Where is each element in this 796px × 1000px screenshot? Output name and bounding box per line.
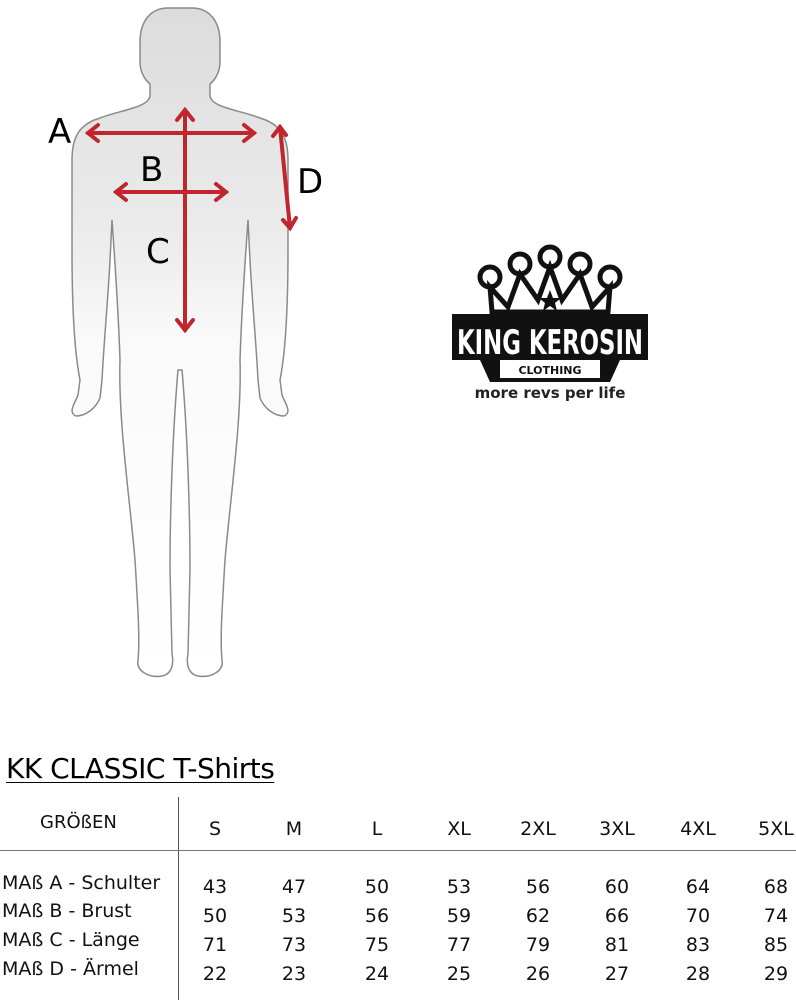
table-cell: 60 bbox=[604, 876, 630, 898]
table-cell: 47 bbox=[281, 876, 307, 898]
table-cell: 50 bbox=[202, 905, 228, 927]
table-cell: 56 bbox=[525, 876, 551, 898]
brand-sub: CLOTHING bbox=[518, 364, 581, 377]
size-header: L bbox=[371, 818, 383, 840]
table-cell: 22 bbox=[202, 963, 228, 985]
size-header: 3XL bbox=[599, 818, 635, 840]
brand-tagline: more revs per life bbox=[474, 384, 626, 402]
table-cell: 71 bbox=[202, 934, 228, 956]
table-cell: 81 bbox=[604, 934, 630, 956]
size-header: XL bbox=[447, 818, 471, 840]
table-cell: 64 bbox=[685, 876, 711, 898]
label-d: D bbox=[297, 162, 324, 202]
table-cell: 77 bbox=[446, 934, 472, 956]
row-label-laenge: MAß C - Länge bbox=[2, 929, 140, 951]
size-header: 5XL bbox=[758, 818, 794, 840]
table-cell: 28 bbox=[685, 963, 711, 985]
brand-name: KING KEROSIN bbox=[457, 323, 643, 363]
table-cell: 66 bbox=[604, 905, 630, 927]
table-cell: 43 bbox=[202, 876, 228, 898]
body-silhouette bbox=[71, 7, 289, 678]
table-cell: 56 bbox=[364, 905, 390, 927]
table-cell: 70 bbox=[685, 905, 711, 927]
table-title: KK CLASSIC T-Shirts bbox=[6, 752, 275, 785]
label-a: A bbox=[48, 112, 72, 152]
table-vertical-divider bbox=[178, 797, 179, 1000]
size-header: 4XL bbox=[680, 818, 716, 840]
table-cell: 79 bbox=[525, 934, 551, 956]
table-cell: 73 bbox=[281, 934, 307, 956]
size-header: S bbox=[208, 818, 222, 840]
row-label-schulter: MAß A - Schulter bbox=[2, 872, 161, 894]
table-cell: 29 bbox=[763, 963, 789, 985]
table-cell: 53 bbox=[446, 876, 472, 898]
crown-icon bbox=[477, 244, 623, 315]
table-cell: 68 bbox=[763, 876, 789, 898]
star-icon bbox=[539, 290, 561, 311]
table-cell: 59 bbox=[446, 905, 472, 927]
label-b: B bbox=[140, 150, 164, 190]
table-cell: 83 bbox=[685, 934, 711, 956]
table-cell: 26 bbox=[525, 963, 551, 985]
table-cell: 23 bbox=[281, 963, 307, 985]
row-label-aermel: MAß D - Ärmel bbox=[2, 958, 139, 980]
label-c: C bbox=[146, 232, 170, 272]
table-cell: 27 bbox=[604, 963, 630, 985]
table-cell: 25 bbox=[446, 963, 472, 985]
table-cell: 24 bbox=[364, 963, 390, 985]
sizes-header-label: GRÖßEN bbox=[40, 812, 117, 833]
table-cell: 75 bbox=[364, 934, 390, 956]
measurement-arrows bbox=[84, 106, 298, 334]
table-cell: 53 bbox=[281, 905, 307, 927]
table-cell: 74 bbox=[763, 905, 789, 927]
size-header: M bbox=[285, 818, 303, 840]
king-kerosin-logo: KING KEROSIN CLOTHING bbox=[452, 244, 648, 382]
table-cell: 50 bbox=[364, 876, 390, 898]
table-cell: 62 bbox=[525, 905, 551, 927]
row-label-brust: MAß B - Brust bbox=[2, 900, 132, 922]
table-cell: 85 bbox=[763, 934, 789, 956]
table-horizontal-divider bbox=[0, 850, 796, 851]
body-measurement-figure bbox=[71, 7, 298, 678]
size-header: 2XL bbox=[520, 818, 556, 840]
